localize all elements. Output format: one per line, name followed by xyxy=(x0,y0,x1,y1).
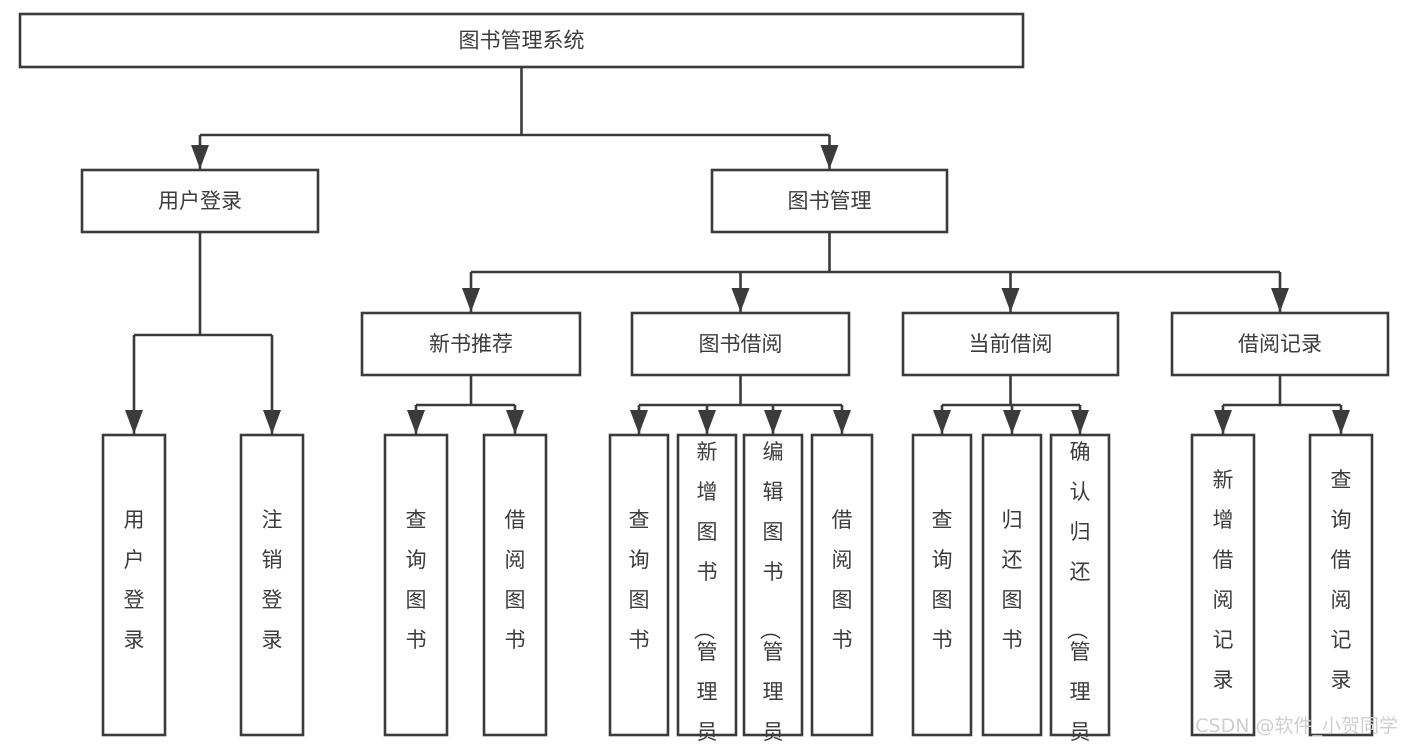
leaf-node-归还图书-9[interactable]: 归还图书 xyxy=(981,433,1043,737)
arrow-head-icon xyxy=(764,410,782,434)
node-box xyxy=(482,433,548,737)
leaf-node-确认归还管理员-10[interactable]: 确认归还（管理员） xyxy=(1049,433,1111,747)
arrow-head-icon xyxy=(407,410,425,434)
node-l2-用户登录-0[interactable]: 用户登录 xyxy=(80,168,320,234)
node-label: 图书管理 xyxy=(788,189,872,213)
arrow-head-icon xyxy=(1214,410,1232,434)
arrow-head-icon xyxy=(125,410,143,434)
leaf-node-编辑图书管理员-6[interactable]: 编辑图书（管理员） xyxy=(742,433,804,747)
node-label: 编辑图书（管理员） xyxy=(758,440,784,747)
node-box xyxy=(742,433,804,737)
leaf-node-新增借阅记录-11[interactable]: 新增借阅记录 xyxy=(1190,433,1256,737)
node-label: 确认归还（管理员） xyxy=(1065,440,1091,747)
node-label: 当前借阅 xyxy=(969,332,1053,356)
arrow-head-icon xyxy=(506,410,524,434)
arrow-head-icon xyxy=(933,410,951,434)
arrow-head-icon xyxy=(1071,410,1089,434)
node-box xyxy=(810,433,874,737)
node-box xyxy=(1170,311,1390,377)
node-box xyxy=(981,433,1043,737)
node-box xyxy=(630,311,851,377)
arrow-head-icon xyxy=(1271,288,1289,312)
node-box xyxy=(360,311,582,377)
connector-layer xyxy=(125,67,1350,434)
node-l3-借阅记录-3[interactable]: 借阅记录 xyxy=(1170,311,1390,377)
node-label: 借阅记录 xyxy=(1238,332,1322,356)
arrow-head-icon xyxy=(263,410,281,434)
node-label: 用户登录 xyxy=(124,508,145,652)
node-box xyxy=(80,168,320,234)
node-label: 注销登录 xyxy=(262,508,283,652)
node-label: 借阅图书 xyxy=(832,508,853,652)
arrow-head-icon xyxy=(1332,410,1350,434)
csdn-watermark: CSDN @软件_小贺同学 xyxy=(1195,715,1398,737)
node-label: 新书推荐 xyxy=(429,332,513,356)
node-label: 查询图书 xyxy=(932,508,953,652)
node-box xyxy=(383,433,449,737)
node-box xyxy=(239,433,305,737)
node-box xyxy=(18,12,1025,69)
arrow-head-icon xyxy=(820,145,839,169)
leaf-node-用户登录-0[interactable]: 用户登录 xyxy=(101,433,167,737)
node-box xyxy=(901,311,1120,377)
leaf-node-查询借阅记录-12[interactable]: 查询借阅记录 xyxy=(1308,433,1374,737)
arrow-head-icon xyxy=(698,410,716,434)
node-label: 查询图书 xyxy=(629,508,650,652)
arrow-head-icon xyxy=(731,288,750,312)
leaf-node-新增图书管理员-5[interactable]: 新增图书（管理员） xyxy=(676,433,738,747)
node-l3-当前借阅-2[interactable]: 当前借阅 xyxy=(901,311,1120,377)
arrow-head-icon xyxy=(1003,410,1021,434)
node-box xyxy=(710,168,949,234)
node-label: 归还图书 xyxy=(1002,508,1023,652)
node-l3-图书借阅-1[interactable]: 图书借阅 xyxy=(630,311,851,377)
node-label: 用户登录 xyxy=(158,189,242,213)
arrow-head-icon xyxy=(1001,288,1020,312)
arrow-head-icon xyxy=(462,288,480,312)
node-label: 新增借阅记录 xyxy=(1213,468,1234,692)
node-layer: 图书管理系统用户登录图书管理新书推荐图书借阅当前借阅借阅记录用户登录注销登录查询… xyxy=(18,12,1390,747)
node-label: 查询图书 xyxy=(406,508,427,652)
leaf-node-注销登录-1[interactable]: 注销登录 xyxy=(239,433,305,737)
node-l3-新书推荐-0[interactable]: 新书推荐 xyxy=(360,311,582,377)
node-box xyxy=(1190,433,1256,737)
node-box xyxy=(1049,433,1111,737)
node-label: 借阅图书 xyxy=(505,508,526,652)
node-box xyxy=(101,433,167,737)
leaf-node-借阅图书-7[interactable]: 借阅图书 xyxy=(810,433,874,737)
leaf-node-查询图书-4[interactable]: 查询图书 xyxy=(608,433,670,737)
node-box xyxy=(676,433,738,737)
node-box xyxy=(608,433,670,737)
leaf-node-查询图书-2[interactable]: 查询图书 xyxy=(383,433,449,737)
node-label: 图书管理系统 xyxy=(459,29,585,53)
arrow-head-icon xyxy=(833,410,851,434)
node-box xyxy=(911,433,973,737)
leaf-node-查询图书-8[interactable]: 查询图书 xyxy=(911,433,973,737)
node-label: 图书借阅 xyxy=(699,332,783,356)
node-box xyxy=(1308,433,1374,737)
arrow-head-icon xyxy=(630,410,648,434)
node-l2-图书管理-1[interactable]: 图书管理 xyxy=(710,168,949,234)
node-label: 新增图书（管理员） xyxy=(692,440,718,747)
node-label: 查询借阅记录 xyxy=(1331,468,1352,692)
node-root-图书管理系统-0[interactable]: 图书管理系统 xyxy=(18,12,1025,69)
arrow-head-icon xyxy=(191,145,209,169)
leaf-node-借阅图书-3[interactable]: 借阅图书 xyxy=(482,433,548,737)
